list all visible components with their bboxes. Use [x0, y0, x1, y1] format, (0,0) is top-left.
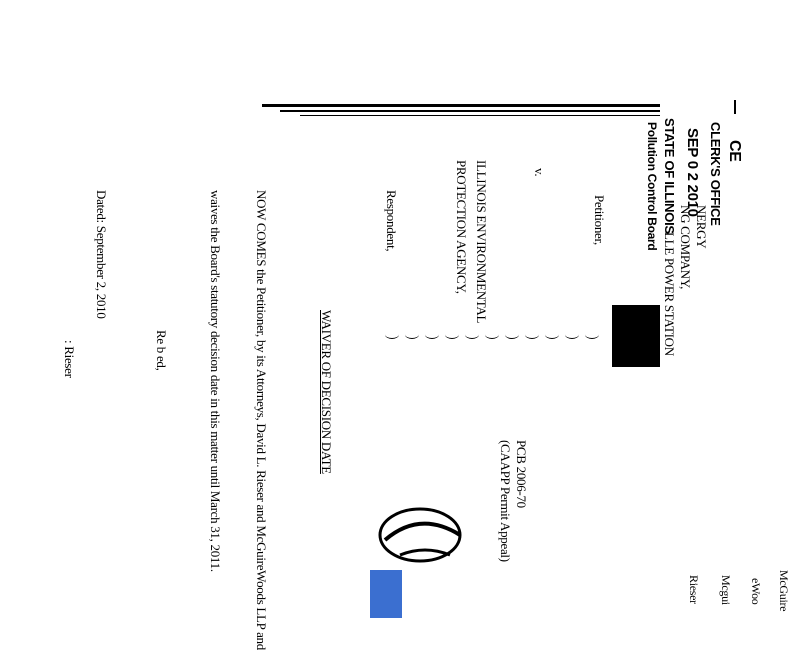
- case-number: PCB 2006-70: [514, 440, 529, 508]
- firm-logo: [370, 570, 402, 618]
- caption-divider: [405, 330, 419, 339]
- caption-divider: [385, 330, 399, 339]
- margin-fragment: Rieser: [687, 575, 701, 604]
- caption-divider: [585, 330, 599, 339]
- margin-fragment: eWoo: [749, 578, 763, 605]
- caption-divider: [465, 330, 479, 339]
- caption-divider: [485, 330, 499, 339]
- respectfully-submitted: Re b ed,: [154, 330, 169, 371]
- respondent-name-1: ILLINOIS ENVIRONMENTAL: [474, 160, 489, 324]
- petitioner-label: Petitioner,: [592, 195, 607, 245]
- caption-divider: [525, 330, 539, 339]
- margin-fragment: McGuire: [777, 570, 791, 612]
- body-line-1: NOW COMES the Petitioner, by its Attorne…: [254, 190, 269, 650]
- stamp-board: Pollution Control Board: [645, 122, 659, 251]
- petitioner-name-3: LLE POWER STATION: [662, 232, 677, 356]
- dated-line: Dated: September 2, 2010: [94, 190, 109, 319]
- stamp-date: SEP 0 2 2010: [684, 128, 701, 217]
- caption-divider: [545, 330, 559, 339]
- document-title: WAIVER OF DECISION DATE: [319, 310, 334, 474]
- petitioner-name-1: NERGY: [694, 205, 709, 249]
- margin-fragment: Mcgui: [719, 575, 733, 605]
- stamp-office: CLERK'S OFFICE: [708, 122, 723, 226]
- margin-rule: [734, 100, 736, 114]
- scan-rule: [280, 110, 660, 112]
- caption-divider: [505, 330, 519, 339]
- versus: v.: [532, 168, 547, 177]
- respondent-name-2: PROTECTION AGENCY,: [454, 160, 469, 294]
- scan-rule: [300, 115, 660, 116]
- caption-divider: [565, 330, 579, 339]
- caption-divider: [445, 330, 459, 339]
- body-line-2: waives the Board's statutory decision da…: [208, 190, 223, 572]
- stamp-ce: CE: [726, 140, 743, 162]
- received-stamp: [612, 305, 660, 367]
- case-type: (CAAPP Permit Appeal): [498, 440, 513, 562]
- stamp-state: STATE OF ILLINOIS: [662, 118, 677, 234]
- respondent-label: Respondent,: [384, 190, 399, 252]
- caption-divider: [425, 330, 439, 339]
- scan-rule: [262, 104, 660, 107]
- signature-by: : Rieser: [62, 340, 77, 378]
- petitioner-name-2: NG COMPANY,: [678, 205, 693, 290]
- recycled-paper-logo: [378, 507, 462, 563]
